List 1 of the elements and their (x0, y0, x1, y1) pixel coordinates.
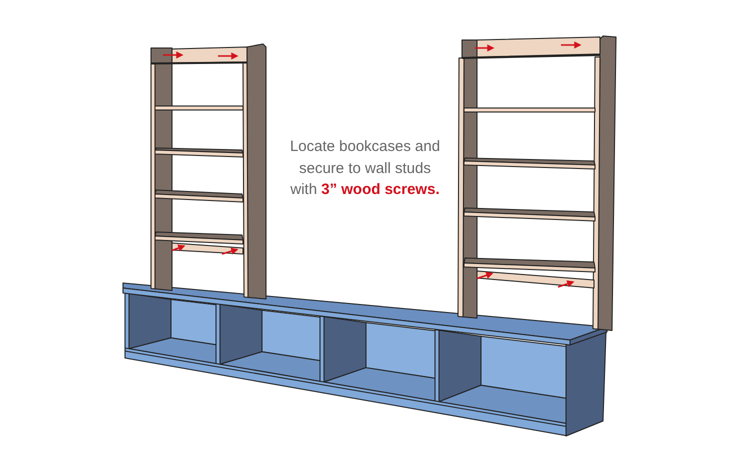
instruction-text: Locate bookcases and secure to wall studs with 3” wood screws. (288, 137, 442, 200)
